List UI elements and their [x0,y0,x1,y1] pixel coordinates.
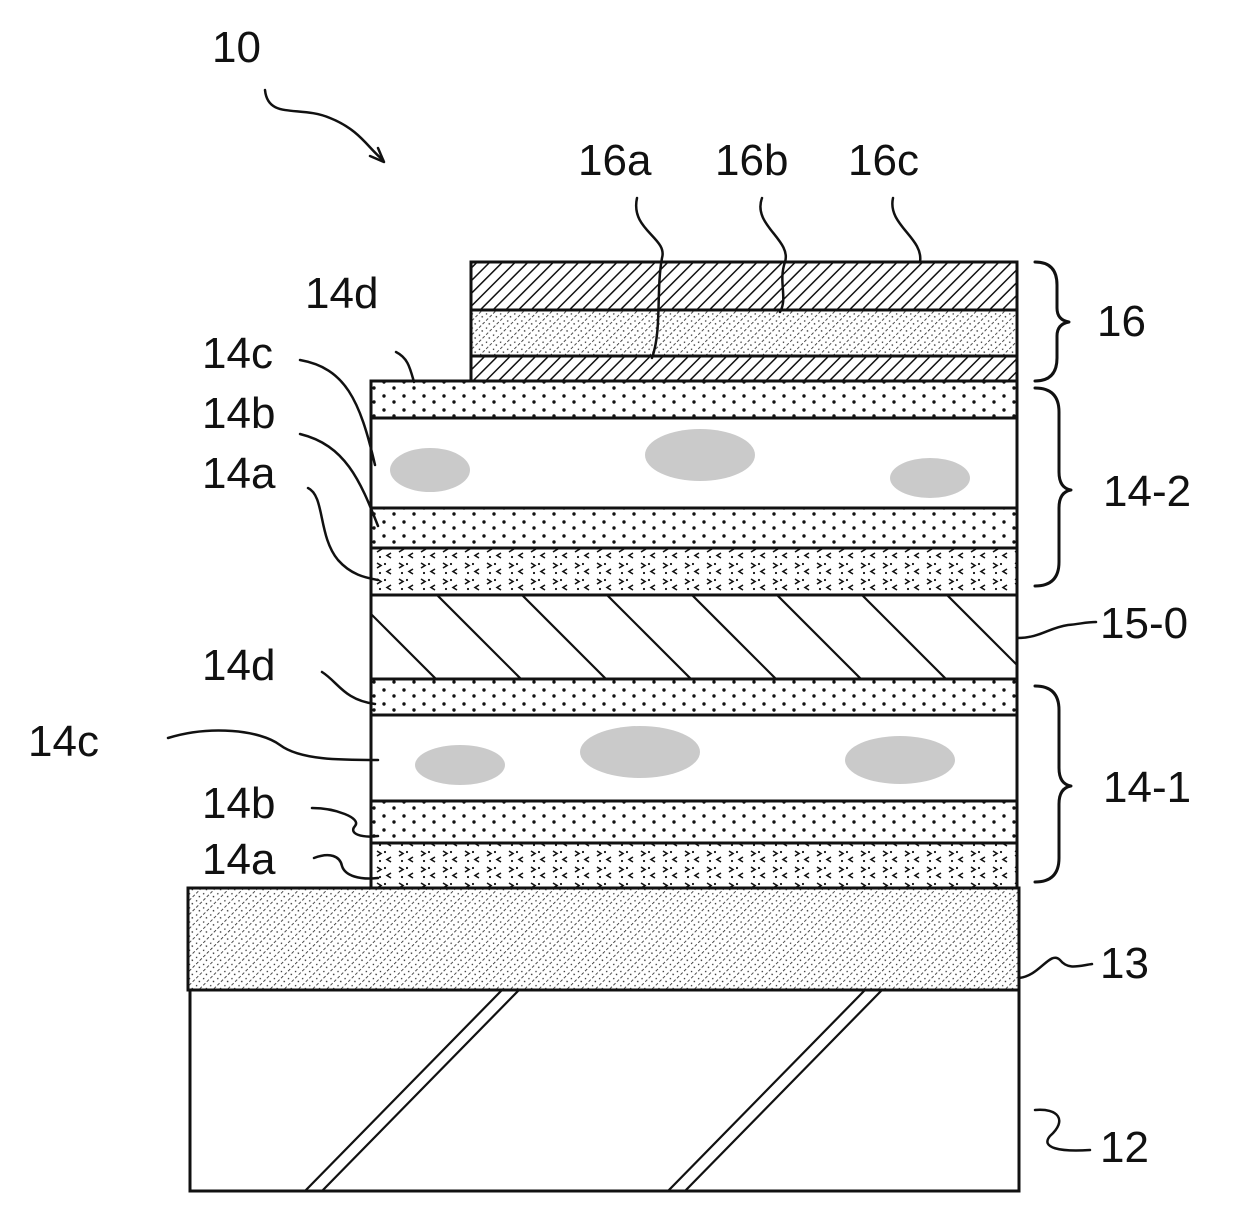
label-lower-14a: 14a [202,835,276,884]
label-upper-14d: 14d [305,269,378,318]
leader-upper-14d [396,352,414,382]
label-16c: 16c [848,136,919,185]
leader-upper-14c [300,360,375,465]
layer-13 [188,888,1019,990]
label-12: 12 [1100,1123,1149,1172]
layer-upper-14d [371,381,1017,418]
label-lower-14d: 14d [202,641,275,690]
leader-15-0 [1017,622,1096,638]
label-group-14-1: 14-1 [1103,763,1191,812]
brace-14-1 [1035,686,1071,882]
leader-13 [1019,958,1092,978]
brace-14-2 [1035,388,1071,586]
leader-lower-14a [314,855,378,878]
label-15-0: 15-0 [1100,599,1188,648]
leader-lower-14d [322,672,375,704]
lower-14c-clusters [415,726,955,785]
layer-lower-14d [371,679,1017,715]
label-group-14-2: 14-2 [1103,467,1191,516]
layer-lower-14b [371,801,1017,843]
leader-upper-14b [300,434,378,526]
layer-15-0 [371,595,1017,679]
label-lower-14b: 14b [202,779,275,828]
label-16a: 16a [578,136,652,185]
layer-lower-14a [371,843,1017,888]
upper-14c-clusters [390,429,970,498]
leader-lower-14b [312,808,378,837]
label-upper-14c: 14c [202,329,273,378]
layer-upper-14b [371,508,1017,548]
leader-lower-14c [168,731,378,760]
label-upper-14b: 14b [202,389,275,438]
label-upper-14a: 14a [202,449,276,498]
layer-16a [471,356,1017,381]
substrate-12 [190,990,1019,1191]
figure-pointer-arrow [265,90,383,160]
leader-12 [1035,1110,1090,1151]
leader-16c [892,198,920,262]
layer-upper-14a [371,548,1017,595]
label-lower-14c: 14c [28,717,99,766]
brace-16 [1035,262,1069,381]
figure-number-label: 10 [212,23,261,72]
layer-16b [471,310,1017,356]
label-13: 13 [1100,939,1149,988]
label-16b: 16b [715,136,788,185]
layer-16c [471,262,1017,310]
label-group-16: 16 [1097,297,1146,346]
